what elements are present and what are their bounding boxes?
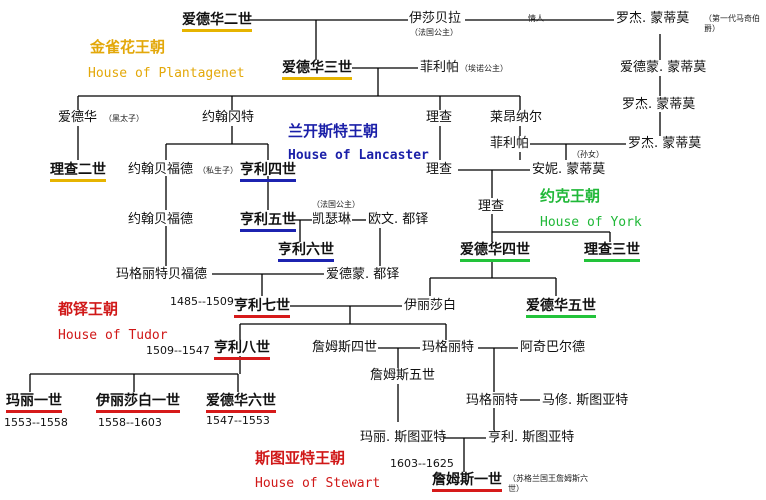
years-mary-i: 1553--1558 [4, 416, 68, 429]
person-elizabeth-i: 伊丽莎白一世 [96, 393, 180, 413]
person-margaret-douglas: 玛格丽特 [466, 393, 519, 408]
note-john-beaufort: （私生子） [198, 166, 238, 175]
years-elizabeth-i: 1558--1603 [98, 416, 162, 429]
person-mary-i: 玛丽一世 [6, 393, 62, 413]
dynasty-lancaster-en: House of Lancaster [288, 148, 429, 163]
dynasty-stewart-en: House of Stewart [255, 476, 381, 491]
person-richard-conisburgh: 理查 [426, 162, 453, 177]
person-margaret-tudor: 玛格丽特 [422, 340, 475, 355]
note-catherine: （法国公主） [312, 200, 360, 209]
person-henry-vii: 亨利七世 [234, 298, 290, 318]
person-lionel-richard: 理查 [426, 110, 453, 125]
years-henry-vii: 1485--1509 [170, 295, 234, 308]
note-roger-mortimer-1: （第一代马奇伯爵） [704, 14, 760, 33]
dynasty-york-zh: 约克王朝 [540, 187, 601, 205]
person-lionel: 莱昂纳尔 [490, 110, 543, 125]
note-lover: 情人 [528, 14, 544, 23]
years-henry-viii: 1509--1547 [146, 344, 210, 357]
dynasty-plantagenet-en: House of Plantagenet [88, 66, 245, 81]
person-matthew-stewart: 马修. 斯图亚特 [542, 393, 629, 408]
person-edward-vi: 爱德华六世 [206, 393, 276, 413]
dynasty-tudor-en: House of Tudor [58, 328, 168, 343]
person-philippa-2: 菲利帕 [490, 136, 530, 151]
note-black-prince: （黑太子） [104, 114, 144, 123]
person-john-beaufort-2: 约翰贝福德 [128, 212, 194, 227]
dynasty-tudor-zh: 都铎王朝 [58, 300, 119, 318]
person-james-iv: 詹姆斯四世 [312, 340, 378, 355]
person-henry-stuart: 亨利. 斯图亚特 [488, 430, 575, 445]
person-edmund-tudor: 爱德蒙. 都铎 [326, 267, 400, 282]
person-anne-mortimer: 安妮. 蒙蒂莫 [532, 162, 606, 177]
person-edward-v: 爱德华五世 [526, 298, 596, 318]
person-roger-mortimer-2: 罗杰. 蒙蒂莫 [622, 97, 696, 112]
person-edward-iv: 爱德华四世 [460, 242, 530, 262]
person-henry-v: 亨利五世 [240, 212, 296, 232]
person-edward-black-prince: 爱德华 [58, 110, 98, 125]
person-catherine: 凯瑟琳 [312, 212, 352, 227]
person-james-i: 詹姆斯一世 [432, 472, 502, 492]
note-james-i: （苏格兰国王詹姆斯六世） [508, 474, 588, 493]
person-edward-iii: 爱德华三世 [282, 60, 352, 80]
person-henry-vi: 亨利六世 [278, 242, 334, 262]
dynasty-plantagenet-zh: 金雀花王朝 [90, 38, 166, 56]
note-philippa: （埃诺公主） [460, 64, 508, 73]
person-philippa: 菲利帕 [420, 60, 460, 75]
person-richard-york: 理查 [478, 199, 505, 214]
dynasty-lancaster-zh: 兰开斯特王朝 [288, 122, 379, 140]
person-roger-mortimer-3: 罗杰. 蒙蒂莫 [628, 136, 702, 151]
person-archibald: 阿奇巴尔德 [520, 340, 586, 355]
person-owen-tudor: 欧文. 都铎 [368, 212, 429, 227]
person-richard-iii: 理查三世 [584, 242, 640, 262]
person-isabella: 伊莎贝拉 [409, 11, 462, 26]
dynasty-york-en: House of York [540, 215, 642, 230]
note-anne: （孙女） [572, 150, 604, 159]
person-richard-ii: 理查二世 [50, 162, 106, 182]
dynasty-stewart-zh: 斯图亚特王朝 [255, 449, 346, 467]
person-john-beaufort-1: 约翰贝福德 [128, 162, 194, 177]
years-edward-vi: 1547--1553 [206, 414, 270, 427]
person-henry-viii: 亨利八世 [214, 340, 270, 360]
person-margaret-beaufort: 玛格丽特贝福德 [116, 267, 208, 282]
person-edward-ii: 爱德华二世 [182, 12, 252, 32]
person-edmund-mortimer: 爱德蒙. 蒙蒂莫 [620, 60, 707, 75]
person-elizabeth-york: 伊丽莎白 [404, 298, 457, 313]
person-mary-stuart: 玛丽. 斯图亚特 [360, 430, 447, 445]
person-henry-iv: 亨利四世 [240, 162, 296, 182]
years-james-i: 1603--1625 [390, 457, 454, 470]
person-roger-mortimer-1: 罗杰. 蒙蒂莫 [616, 11, 690, 26]
person-james-v: 詹姆斯五世 [370, 368, 436, 383]
note-isabella: （法国公主） [410, 28, 458, 37]
person-john-of-gaunt: 约翰冈特 [202, 110, 255, 125]
